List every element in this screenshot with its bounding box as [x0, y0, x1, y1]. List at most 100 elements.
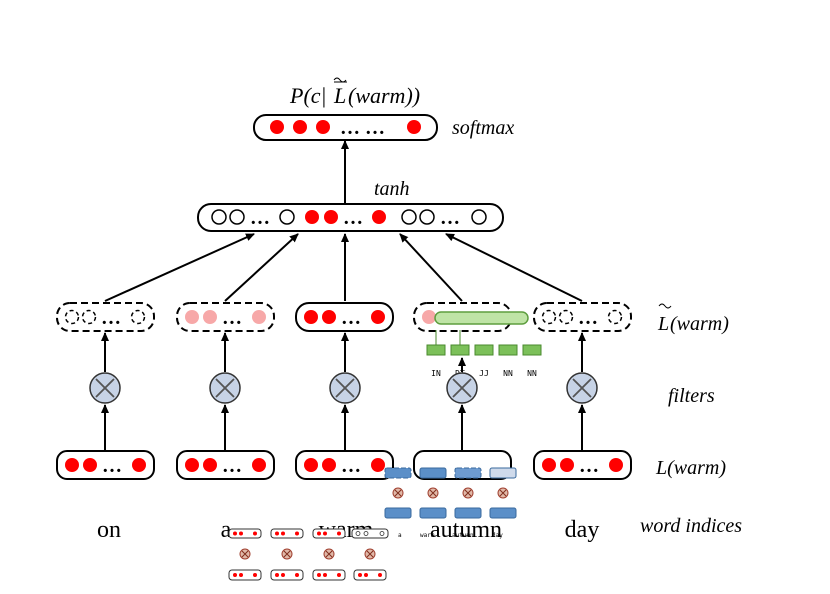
- word-a: a: [221, 517, 232, 543]
- tanh-ellipsis: …: [343, 207, 363, 229]
- arrow-filtered-on-to-tanh: [104, 233, 255, 302]
- filtered-node: [81, 309, 97, 325]
- output-prob-L: L: [333, 83, 346, 108]
- arrow-filtered-a-to-tanh: [224, 233, 299, 302]
- blue-bar: [419, 467, 447, 479]
- embedding-box: [176, 450, 275, 480]
- tanh-ellipsis: …: [440, 207, 460, 229]
- softmax-node: [270, 120, 284, 134]
- filtered-vector-day: …: [533, 302, 632, 332]
- small-vector-box: [351, 528, 389, 539]
- filtered-vector-autumn: [413, 302, 529, 332]
- softmax-node: [293, 120, 307, 134]
- filter-nodes: [89, 372, 598, 404]
- embedding-vector-a: …: [176, 450, 275, 480]
- tanh-node: [372, 210, 386, 224]
- multiply-icon: [329, 372, 361, 404]
- filtered-node: [322, 310, 336, 324]
- tanh-node: [279, 209, 295, 225]
- multiply-icon: [364, 548, 376, 560]
- tanh-node: [419, 209, 435, 225]
- word-autumn: autumn: [430, 517, 502, 543]
- tanh-node: [305, 210, 319, 224]
- tilde-mark: [333, 77, 347, 83]
- tanh-node: [471, 209, 487, 225]
- filtered-node: [130, 309, 146, 325]
- embedding-box: [56, 450, 155, 480]
- multiply-icon: [392, 487, 404, 499]
- blue-bar: [489, 467, 517, 479]
- small-vector-box: [270, 528, 304, 539]
- arrow-filtered-autumn-to-tanh: [399, 233, 463, 302]
- embedding-ellipsis: …: [579, 455, 599, 477]
- tanh-node: [229, 209, 245, 225]
- embedding-node: [322, 458, 336, 472]
- pos-tag: NN: [527, 369, 537, 378]
- embedding-node: [609, 458, 623, 472]
- multiply-icon: [209, 372, 241, 404]
- embedding-vector-warm: …: [295, 450, 394, 480]
- filtered-vector-a: …: [176, 302, 275, 332]
- embedding-box: [295, 450, 394, 480]
- embedding-node: [132, 458, 146, 472]
- attention-inset: [384, 467, 517, 519]
- filtered-box: [533, 302, 632, 332]
- filters-label: filters: [668, 385, 715, 407]
- pos-tag: JJ: [479, 369, 489, 378]
- embedding-box: [533, 450, 632, 480]
- filtered-ellipsis: …: [101, 307, 121, 329]
- filtered-L-rest: (warm): [670, 313, 729, 335]
- blue-bar: [419, 507, 447, 519]
- embedding-label: L(warm): [655, 457, 726, 479]
- filtered-box: [176, 302, 275, 332]
- filtered-node: [304, 310, 318, 324]
- embedding-ellipsis: …: [102, 455, 122, 477]
- multiply-icon: [446, 372, 478, 404]
- embedding-node: [65, 458, 79, 472]
- filtered-node: [185, 310, 199, 324]
- pos-tag-box: [522, 344, 542, 356]
- tanh-layer: … … …: [197, 203, 504, 232]
- inset-word: autumn: [452, 532, 474, 539]
- embedding-node: [560, 458, 574, 472]
- small-vector-inset: a warm autumn day: [228, 528, 503, 581]
- blue-bar: [454, 467, 482, 479]
- pos-tag-box: [498, 344, 518, 356]
- embedding-node: [542, 458, 556, 472]
- multiply-icon: [281, 548, 293, 560]
- filtered-node: [371, 310, 385, 324]
- softmax-ellipsis: … …: [340, 117, 385, 139]
- blue-bar: [384, 507, 412, 519]
- arrow-filtered-day-to-tanh: [445, 233, 583, 302]
- inset-word: a: [398, 532, 402, 539]
- embedding-vector-day: …: [533, 450, 632, 480]
- filtered-node: [607, 309, 623, 325]
- embedding-node: [304, 458, 318, 472]
- softmax-node: [407, 120, 421, 134]
- softmax-layer: … …: [253, 114, 438, 141]
- filtered-L-symbol: L: [657, 313, 669, 335]
- embedding-node: [203, 458, 217, 472]
- filtered-node: [558, 309, 574, 325]
- embedding-node: [371, 458, 385, 472]
- output-prob-rest: (warm)): [348, 83, 420, 108]
- filtered-node: [252, 310, 266, 324]
- filtered-node: [64, 309, 80, 325]
- filtered-vector-warm: …: [295, 302, 394, 332]
- filtered-vector-on: …: [56, 302, 155, 332]
- filtered-ellipsis: …: [341, 307, 361, 329]
- pos-embedding-bar: [434, 311, 529, 325]
- filtered-box: [295, 302, 394, 332]
- embedding-node: [83, 458, 97, 472]
- blue-bar: [384, 467, 412, 479]
- blue-bar: [489, 507, 517, 519]
- word-day: day: [565, 517, 600, 543]
- small-vector-box: [228, 528, 262, 539]
- small-vector-box: [270, 569, 304, 581]
- tanh-node: [324, 210, 338, 224]
- softmax-label: softmax: [452, 117, 514, 139]
- word-on: on: [97, 517, 121, 543]
- multiply-icon: [497, 487, 509, 499]
- small-vector-box: [353, 569, 387, 581]
- filtered-ellipsis: …: [222, 307, 242, 329]
